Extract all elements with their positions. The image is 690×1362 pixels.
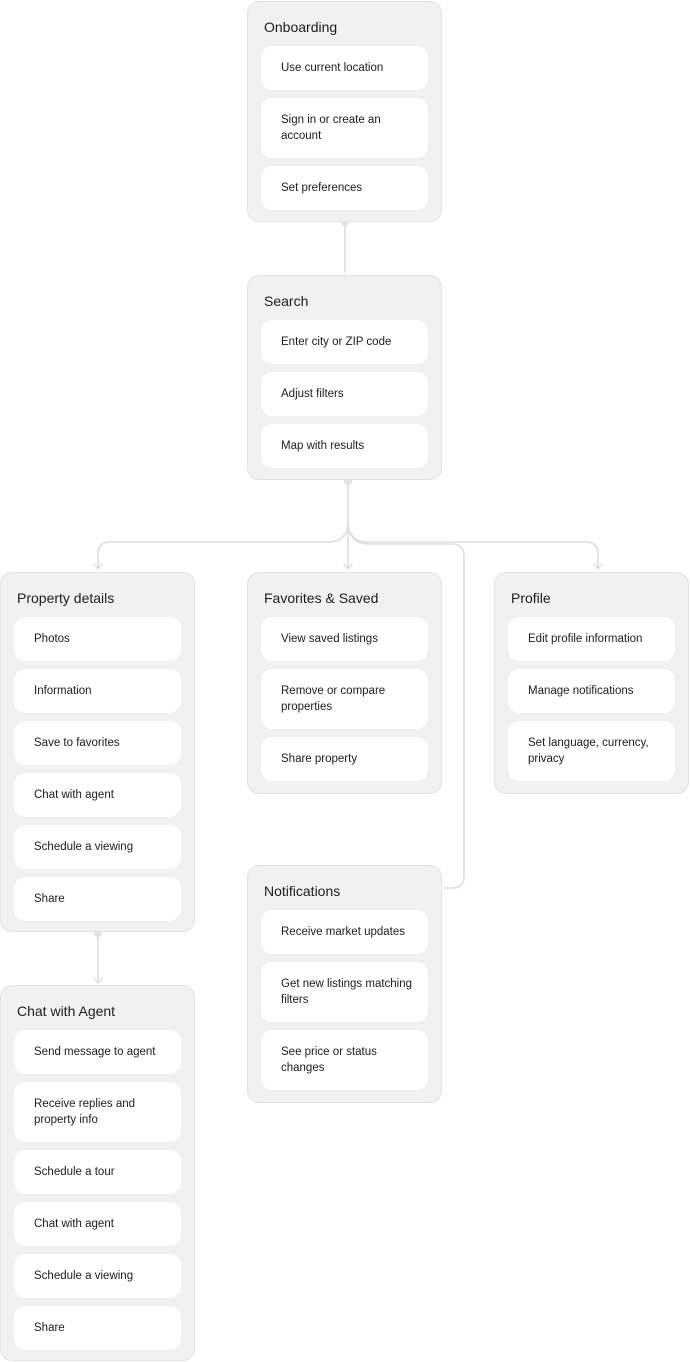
group-favorites: Favorites & Saved View saved listings Re… bbox=[247, 572, 442, 794]
group-title-favorites: Favorites & Saved bbox=[264, 590, 379, 606]
connector-search-trunk bbox=[97, 479, 349, 569]
item-receive-replies[interactable]: Receive replies and property info bbox=[14, 1082, 181, 1142]
item-manage-notifications[interactable]: Manage notifications bbox=[508, 669, 675, 713]
group-profile: Profile Edit profile information Manage … bbox=[494, 572, 689, 794]
group-title-onboarding: Onboarding bbox=[264, 19, 338, 35]
item-sign-in[interactable]: Sign in or create an account bbox=[261, 98, 428, 158]
item-language-currency-privacy[interactable]: Set language, currency, privacy bbox=[508, 721, 675, 781]
group-notifications: Notifications Receive market updates Get… bbox=[247, 865, 442, 1103]
item-use-current-location[interactable]: Use current location bbox=[261, 46, 428, 90]
item-save-favorites[interactable]: Save to favorites bbox=[14, 721, 181, 765]
item-schedule-a-viewing[interactable]: Schedule a viewing bbox=[14, 1254, 181, 1298]
group-title-property-details: Property details bbox=[17, 590, 115, 606]
connector-search-notifications bbox=[347, 521, 465, 889]
connector-search-profile bbox=[347, 521, 599, 569]
item-view-saved[interactable]: View saved listings bbox=[261, 617, 428, 661]
item-remove-compare[interactable]: Remove or compare properties bbox=[261, 669, 428, 729]
item-schedule-tour[interactable]: Schedule a tour bbox=[14, 1150, 181, 1194]
item-chat-agent[interactable]: Chat with agent bbox=[14, 773, 181, 817]
item-schedule-viewing[interactable]: Schedule a viewing bbox=[14, 825, 181, 869]
item-share[interactable]: Share bbox=[14, 877, 181, 921]
group-chat-agent: Chat with Agent Send message to agent Re… bbox=[0, 985, 195, 1361]
group-title-profile: Profile bbox=[511, 590, 551, 606]
item-price-status[interactable]: See price or status changes bbox=[261, 1030, 428, 1090]
arrowhead-profile bbox=[593, 563, 603, 570]
item-adjust-filters[interactable]: Adjust filters bbox=[261, 372, 428, 416]
item-map-results[interactable]: Map with results bbox=[261, 424, 428, 468]
item-photos[interactable]: Photos bbox=[14, 617, 181, 661]
item-set-preferences[interactable]: Set preferences bbox=[261, 166, 428, 210]
arrowhead-property bbox=[93, 563, 103, 570]
item-share-chat[interactable]: Share bbox=[14, 1306, 181, 1350]
group-onboarding: Onboarding Use current location Sign in … bbox=[247, 1, 442, 222]
item-enter-city[interactable]: Enter city or ZIP code bbox=[261, 320, 428, 364]
item-share-property[interactable]: Share property bbox=[261, 737, 428, 781]
group-title-search: Search bbox=[264, 293, 309, 309]
group-title-chat-agent: Chat with Agent bbox=[17, 1003, 116, 1019]
item-new-listings[interactable]: Get new listings matching filters bbox=[261, 962, 428, 1022]
group-title-notifications: Notifications bbox=[264, 883, 341, 899]
group-search: Search Enter city or ZIP code Adjust fil… bbox=[247, 275, 442, 480]
arrowhead-favorites bbox=[343, 563, 353, 570]
group-property-details: Property details Photos Information Save… bbox=[0, 572, 195, 932]
item-information[interactable]: Information bbox=[14, 669, 181, 713]
arrowhead-chat bbox=[93, 977, 103, 984]
item-chat-with-agent[interactable]: Chat with agent bbox=[14, 1202, 181, 1246]
item-send-message[interactable]: Send message to agent bbox=[14, 1030, 181, 1074]
item-edit-profile[interactable]: Edit profile information bbox=[508, 617, 675, 661]
item-market-updates[interactable]: Receive market updates bbox=[261, 910, 428, 954]
